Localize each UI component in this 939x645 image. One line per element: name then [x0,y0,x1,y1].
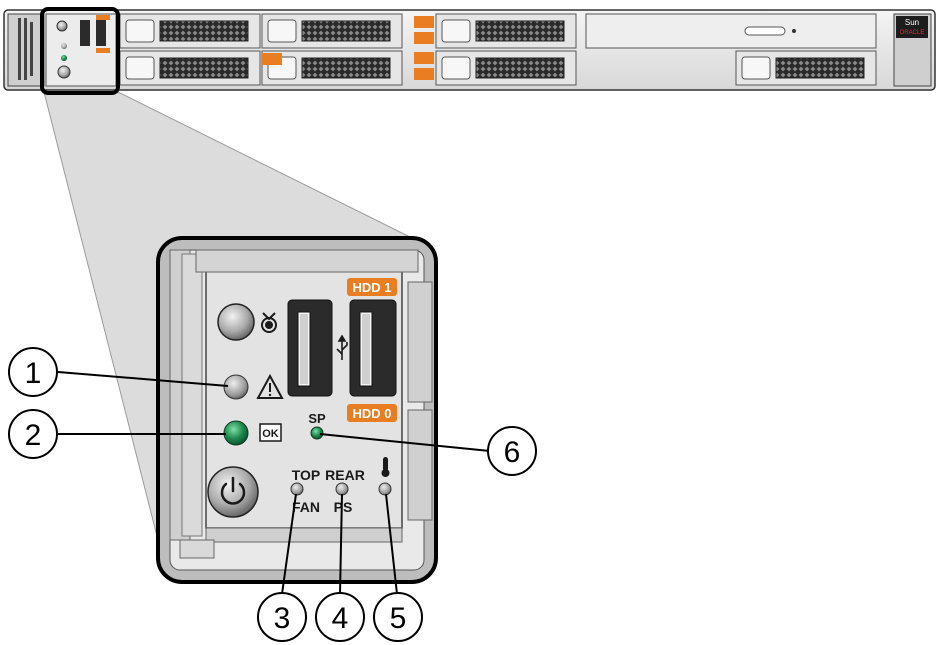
zoom-source-frame [40,7,120,95]
ok-icon-label: OK [262,428,279,440]
fan-label: FAN [292,499,320,515]
hdd1-badge: HDD 1 [347,278,397,296]
service-action-led [223,374,249,400]
drive-id-tag [414,32,434,44]
brand-sun-text: Sun [905,18,919,27]
callout-5-number: 5 [390,602,407,635]
ok-icon: OK [259,423,282,442]
sp-led [310,426,324,440]
drive-bay [119,50,261,86]
optical-drive [585,13,877,49]
hdd1-label: HDD 1 [352,280,391,295]
drive-bay [261,13,403,49]
sp-label: SP [308,411,326,426]
ps-label: PS [334,499,353,515]
callout-5: 5 [373,592,423,642]
callout-4: 4 [315,592,365,642]
leader-5 [385,493,398,595]
drive-id-tag [414,16,434,28]
callout-4-number: 4 [332,602,349,635]
brand-plate: Sun ORACLE [896,16,928,38]
callout-6-number: 6 [504,436,521,469]
drive-id-tag [414,52,434,64]
temperature-icon [381,457,390,477]
drive-id-tag [262,53,282,65]
drive-bay [735,50,877,86]
hdd0-badge: HDD 0 [347,404,397,422]
locator-icon [261,312,277,333]
usb-icon [336,334,348,360]
drive-bays [56,13,877,86]
rear-label: REAR [325,467,365,483]
drive-bay [435,13,577,49]
ok-led [223,420,249,446]
usb-port-left[interactable] [287,299,333,397]
leader-1 [57,371,229,387]
drive-bay [261,50,403,86]
callout-6: 6 [487,426,537,476]
drive-bay [435,50,577,86]
locator-button[interactable] [217,303,255,341]
leader-4 [339,493,343,595]
leader-3 [281,493,297,595]
brand-oracle-text: ORACLE [900,30,925,36]
leader-6 [319,433,491,452]
callout-2: 2 [8,409,58,459]
rear-ps-led [335,482,349,496]
mini-front-panel [56,15,110,79]
service-action-icon [256,373,284,399]
chassis-left-ear-label [18,18,33,80]
drive-id-tag [414,68,434,80]
callout-3: 3 [257,592,307,642]
drive-bay [119,13,261,49]
callout-2-number: 2 [25,419,42,452]
power-icon [220,476,246,505]
top-label: TOP [292,467,321,483]
callout-1-number: 1 [25,357,42,390]
hdd0-label: HDD 0 [352,406,391,421]
temperature-led [378,482,392,496]
usb-port-right[interactable] [349,299,397,397]
top-fan-led [290,482,304,496]
callout-1: 1 [8,347,58,397]
callout-3-number: 3 [274,602,291,635]
callout-leaders [57,371,491,595]
